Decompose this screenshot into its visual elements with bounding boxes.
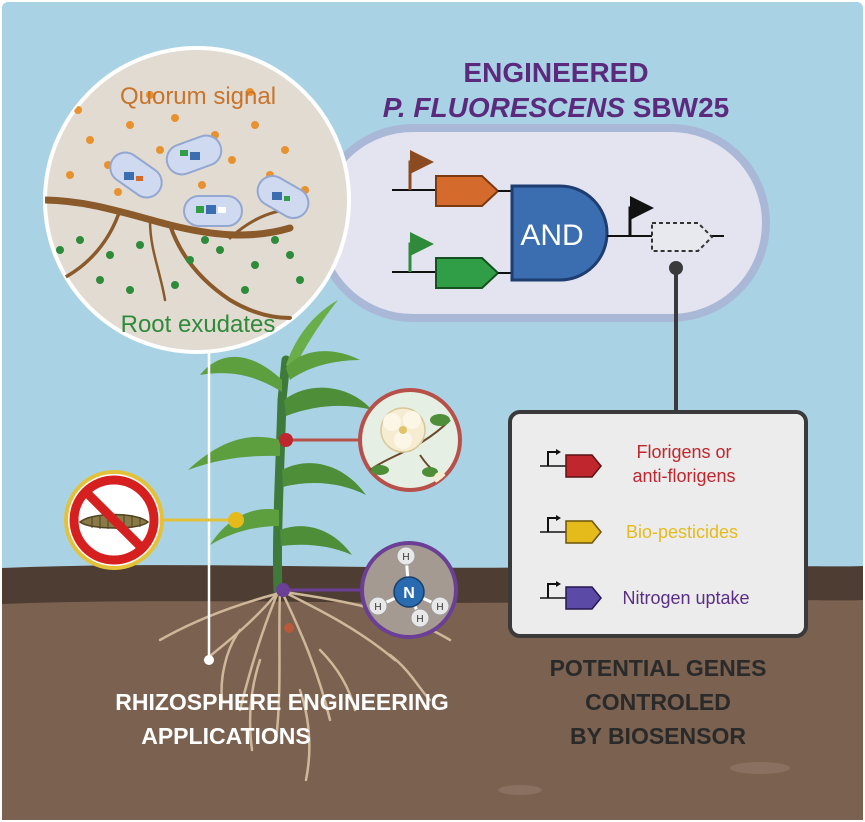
prohibition-icon (69, 475, 159, 565)
gene-item-biopesticides: Bio-pesticides (540, 515, 738, 544)
and-gate-label: AND (520, 219, 583, 252)
gene-label-nitrogen: Nitrogen uptake (622, 588, 749, 608)
title-line-2: P. FLUORESCENS SBW25 (383, 92, 729, 123)
inset-pointer-dot (204, 655, 214, 665)
gene-item-nitrogen: Nitrogen uptake (540, 581, 750, 610)
and-gate (510, 184, 609, 282)
nitrogen-atom-label: N (403, 585, 415, 602)
promoter-arrow-top (408, 150, 434, 190)
title-strain: SBW25 (625, 92, 729, 123)
gene-green (435, 257, 500, 289)
gene-icon-red (565, 454, 602, 478)
pebble (498, 785, 542, 795)
title-species: P. FLUORESCENS (383, 92, 626, 123)
cotton-flower-icon (369, 407, 456, 484)
promoter-arrow-output (628, 196, 654, 236)
promoter-arrow-bottom (408, 232, 434, 272)
hydrogen-label: H (416, 614, 423, 625)
bacterium-small (183, 195, 243, 227)
panel-caption-1: POTENTIAL GENES (550, 655, 767, 681)
nitrogen-connector-dot (276, 583, 290, 597)
hydrogen-label: H (402, 552, 409, 563)
corn-plant (188, 300, 372, 595)
gene-icon-yellow (565, 520, 602, 544)
roots (158, 590, 452, 782)
gene-item-florigens: Florigens or anti-florigens (540, 442, 736, 486)
panel-caption-3: BY BIOSENSOR (570, 723, 746, 749)
applications-caption-1: RHIZOSPHERE ENGINEERING (115, 689, 449, 715)
title-line-1: ENGINEERED (463, 57, 648, 88)
root-exudates-label: Root exudates (121, 311, 276, 338)
inset-contents (45, 88, 310, 320)
flower-connector-dot (279, 433, 293, 447)
pest-connector-dot (228, 512, 244, 528)
output-gene (651, 222, 714, 252)
bacterium-small (256, 175, 310, 219)
hydrogen-label: H (436, 602, 443, 613)
gene-orange (435, 175, 500, 207)
panel-caption-2: CONTROLED (585, 689, 731, 715)
gene-icon-purple (565, 586, 602, 610)
bacterium-small (109, 151, 163, 199)
prohibition-slash (82, 488, 146, 552)
pebble (730, 762, 790, 774)
ammonium-molecule-icon (368, 546, 450, 628)
root-nodule (284, 623, 294, 633)
gene-label-florigens-1: Florigens or (636, 442, 731, 462)
gene-label-florigens-2: anti-florigens (632, 466, 735, 486)
soil (2, 598, 863, 820)
hydrogen-label: H (374, 602, 381, 613)
bacterium-small (165, 134, 223, 176)
applications-caption-2: APPLICATIONS (141, 723, 311, 749)
quorum-signal-label: Quorum signal (120, 83, 276, 110)
gene-label-biopesticides: Bio-pesticides (626, 522, 738, 542)
